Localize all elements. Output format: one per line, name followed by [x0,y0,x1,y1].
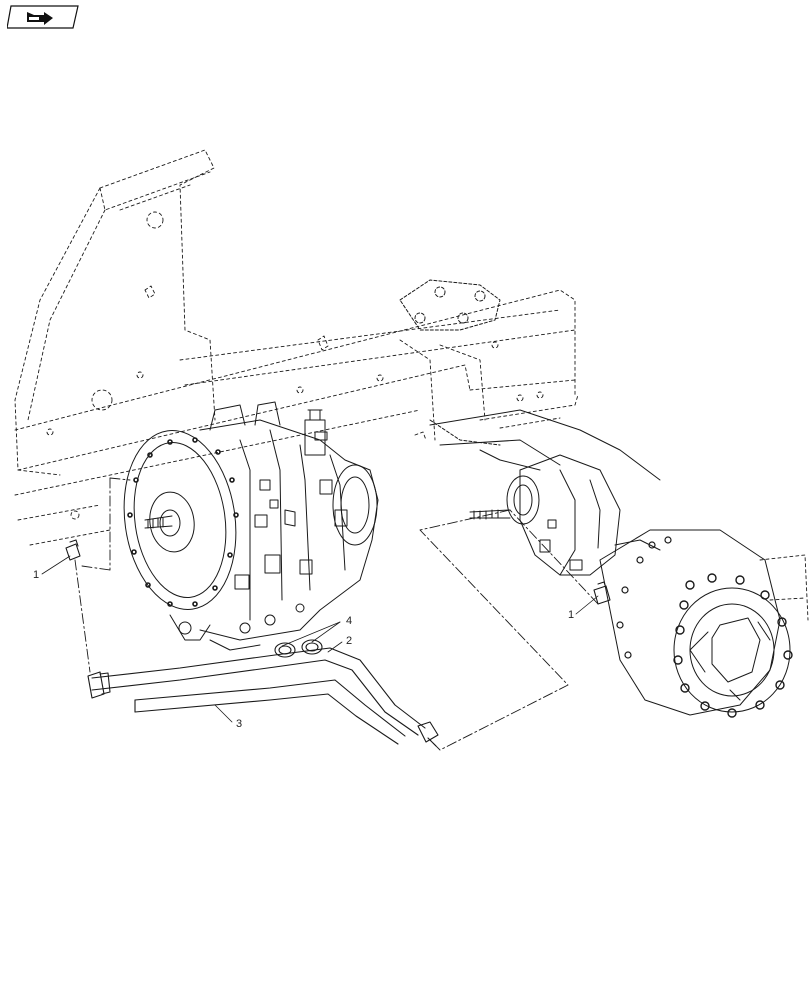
callout-3: 3 [236,718,242,730]
chassis-frame [14,149,809,621]
transmission [123,401,379,651]
tube-assembly [65,539,611,747]
callout-1-left: 1 [33,569,39,581]
back-button[interactable] [6,5,79,29]
callout-1-right: 1 [568,609,574,621]
rear-axle [399,279,793,718]
callout-2: 2 [346,635,352,647]
arrow-back-icon [27,12,53,25]
back-button-shape [6,5,79,29]
routing-lines [74,477,599,751]
callout-4: 4 [346,615,352,627]
leader-lines [41,555,599,723]
